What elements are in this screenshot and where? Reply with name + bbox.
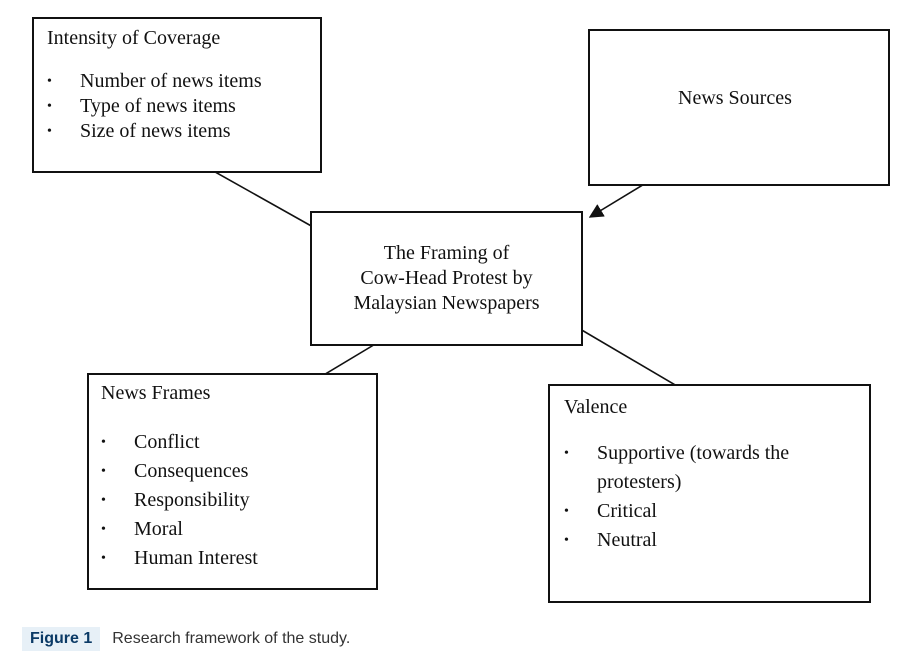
news-sources-title: News Sources [678, 87, 792, 109]
list-item: Number of news items [47, 69, 262, 94]
bullet-icon: • [564, 533, 569, 548]
intensity-title: Intensity of Coverage [47, 27, 221, 49]
list-item: • Neutral [564, 526, 789, 555]
figure-caption-text: Research framework of the study. [112, 630, 351, 647]
list-item: Conflict [101, 428, 258, 457]
list-item: Size of news items [47, 119, 262, 144]
list-item: • Supportive (towards the protesters) [564, 439, 789, 497]
list-item-text: Supportive (towards the [597, 442, 790, 464]
news-frames-box: News Frames Conflict Consequences Respon… [87, 373, 378, 590]
figure-label: Figure 1 [22, 627, 101, 651]
center-line: Malaysian Newspapers [353, 292, 540, 314]
list-item: Consequences [101, 457, 258, 486]
valence-box: Valence • Supportive (towards the protes… [548, 384, 871, 603]
list-item: Responsibility [101, 486, 258, 515]
bullet-icon: • [564, 504, 569, 519]
news-frames-list: Conflict Consequences Responsibility Mor… [101, 428, 258, 573]
valence-list: • Supportive (towards the protesters) • … [564, 439, 789, 555]
news-sources-box: News Sources [588, 29, 890, 186]
bullet-icon: • [564, 446, 569, 461]
list-item-text: Critical [597, 500, 657, 522]
list-item: Type of news items [47, 94, 262, 119]
list-item: • Critical [564, 497, 789, 526]
list-item: Human Interest [101, 544, 258, 573]
center-line: Cow-Head Protest by [360, 267, 533, 289]
framing-center-box: The Framing of Cow-Head Protest by Malay… [310, 211, 583, 346]
news-frames-title: News Frames [101, 382, 211, 404]
list-item-text: protesters) [597, 471, 682, 493]
figure-caption: Figure 1 Research framework of the study… [22, 626, 350, 652]
intensity-list: Number of news items Type of news items … [47, 69, 262, 144]
list-item: Moral [101, 515, 258, 544]
center-title: The Framing of Cow-Head Protest by Malay… [312, 241, 581, 316]
valence-title: Valence [564, 396, 628, 418]
list-item-text: Neutral [597, 529, 657, 551]
center-line: The Framing of [383, 242, 510, 264]
intensity-of-coverage-box: Intensity of Coverage Number of news ite… [32, 17, 322, 173]
